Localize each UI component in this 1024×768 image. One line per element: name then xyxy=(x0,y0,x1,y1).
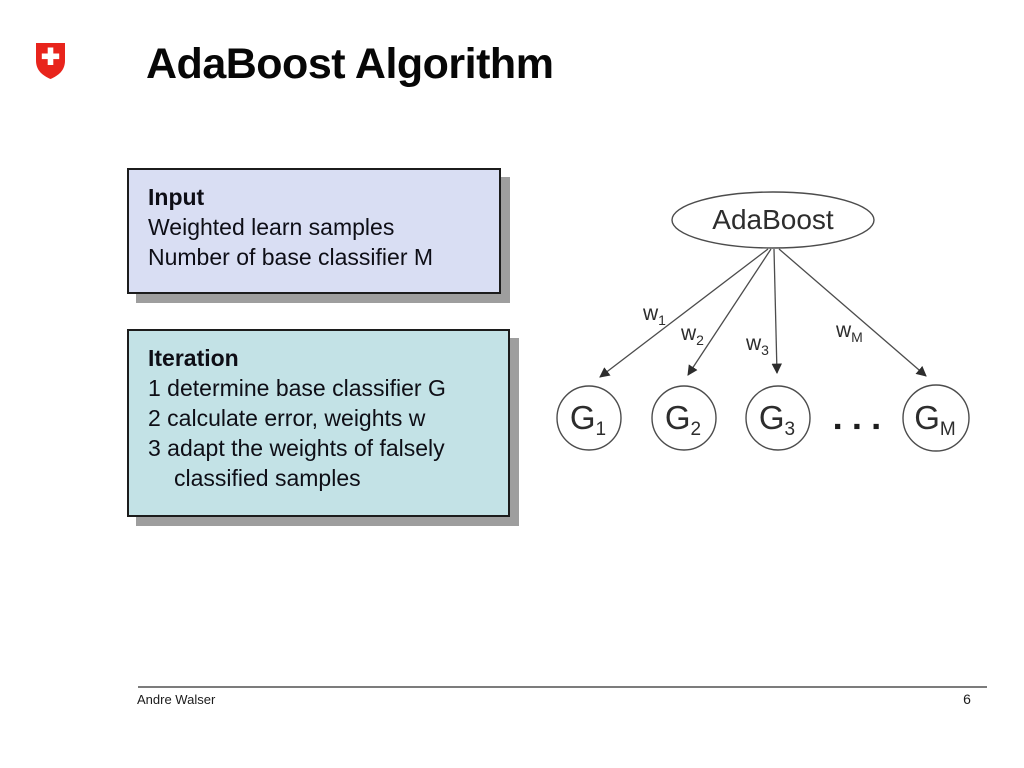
input-line: Weighted learn samples xyxy=(148,214,395,240)
footer-divider xyxy=(138,686,987,688)
node-g1-label: G1 xyxy=(570,399,606,440)
node-g1-circle xyxy=(556,385,622,451)
page-number: 6 xyxy=(963,691,971,707)
node-g2-circle xyxy=(651,385,717,451)
input-line: Number of base classifier M xyxy=(148,244,434,270)
edge-label-w1: w1 xyxy=(642,302,666,328)
input-heading: Input xyxy=(148,184,205,210)
node-gM-circle xyxy=(902,384,970,452)
swiss-shield-icon xyxy=(36,43,65,79)
node-g2-label: G2 xyxy=(665,399,701,440)
edge-wM-arrow xyxy=(778,248,927,377)
edge-label-w3: w3 xyxy=(745,332,769,358)
adaboost-diagram: AdaBoost w1 w2 w3 wM G1 G2 G3 GM ▪ ▪ ▪ xyxy=(556,191,970,452)
root-node-label: AdaBoost xyxy=(712,204,834,235)
ellipsis-dots: ▪ ▪ ▪ xyxy=(834,415,883,438)
page-title: AdaBoost Algorithm xyxy=(146,40,554,88)
edge-w1-arrow xyxy=(599,248,769,378)
iteration-line: 2 calculate error, weights w xyxy=(148,405,426,431)
input-callout: Input Weighted learn samples Number of b… xyxy=(127,168,501,294)
iteration-line: classified samples xyxy=(174,465,361,491)
edge-label-w2: w2 xyxy=(680,322,704,348)
node-g3-label: G3 xyxy=(759,399,795,440)
edge-w3-arrow xyxy=(771,248,782,375)
edge-w2-arrow xyxy=(687,248,772,376)
node-g3-circle xyxy=(745,385,811,451)
iteration-line: 3 adapt the weights of falsely xyxy=(148,435,445,461)
root-node-ellipse xyxy=(671,191,875,249)
node-gM-label: GM xyxy=(914,399,956,440)
iteration-callout: Iteration 1 determine base classifier G … xyxy=(127,329,510,517)
edge-label-wM: wM xyxy=(835,319,863,345)
iteration-heading: Iteration xyxy=(148,345,239,371)
iteration-line: 1 determine base classifier G xyxy=(148,375,446,401)
footer-author: Andre Walser xyxy=(137,692,216,707)
